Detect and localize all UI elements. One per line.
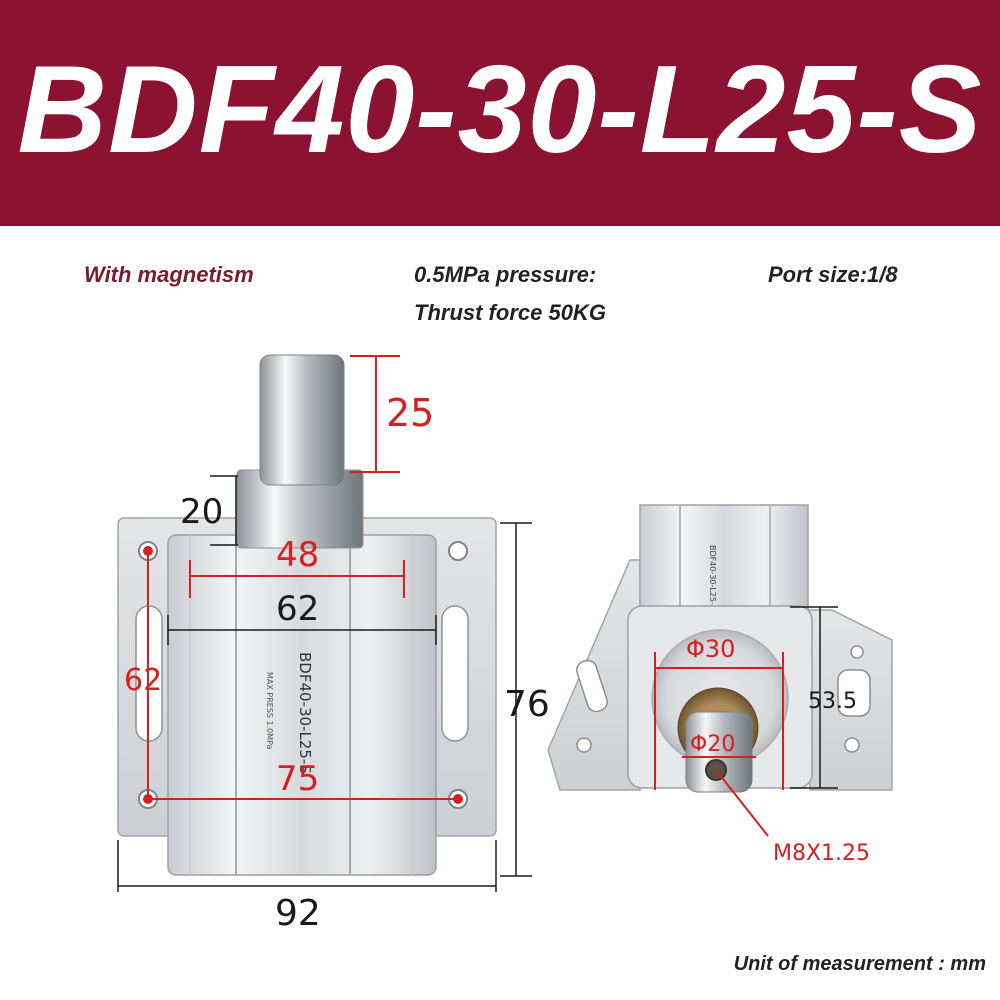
dim-phi30: Φ30 [686, 635, 735, 663]
black-dimension-lines [117, 475, 532, 892]
spec-thrust: Thrust force 50KG [414, 300, 606, 325]
dim-width-75: 75 [276, 759, 319, 799]
unit-note: Unit of measurement : mm [733, 953, 986, 975]
product-title: BDF40-30-L25-S [17, 41, 983, 179]
dim-width-62: 62 [276, 589, 319, 629]
piston-rod [259, 354, 345, 486]
dim-width-92: 92 [275, 893, 321, 934]
red-dimension-lines [147, 355, 458, 800]
dim-height-53-5: 53.5 [808, 689, 857, 714]
end-rod [685, 711, 753, 793]
body-sublabel: MAX PRESS 1.0MPa [265, 672, 274, 750]
front-view: BDF40-30-L25-S MAX PRESS 1.0MPa [117, 354, 497, 876]
dim-height-76: 76 [504, 684, 550, 725]
title-banner: BDF40-30-L25-S [0, 0, 1000, 226]
spec-magnetism: With magnetism [84, 262, 254, 287]
dim-width-48: 48 [276, 535, 319, 575]
spec-pressure: 0.5MPa pressure: [414, 262, 597, 287]
dim-rod-length: 25 [386, 391, 434, 435]
dim-rod-boss: 20 [180, 492, 223, 532]
plate-slot-right [441, 605, 469, 742]
dim-phi20: Φ20 [690, 732, 735, 757]
end-view: BDF40-30-L25-S [547, 504, 893, 793]
body-label: BDF40-30-L25-S [296, 652, 314, 774]
plate-hole [448, 541, 468, 561]
svg-text:BDF40-30-L25-S: BDF40-30-L25-S [708, 545, 717, 610]
dim-height-62: 62 [124, 663, 162, 698]
spec-port-size: Port size:1/8 [768, 262, 898, 287]
dim-thread: M8X1.25 [773, 841, 870, 866]
